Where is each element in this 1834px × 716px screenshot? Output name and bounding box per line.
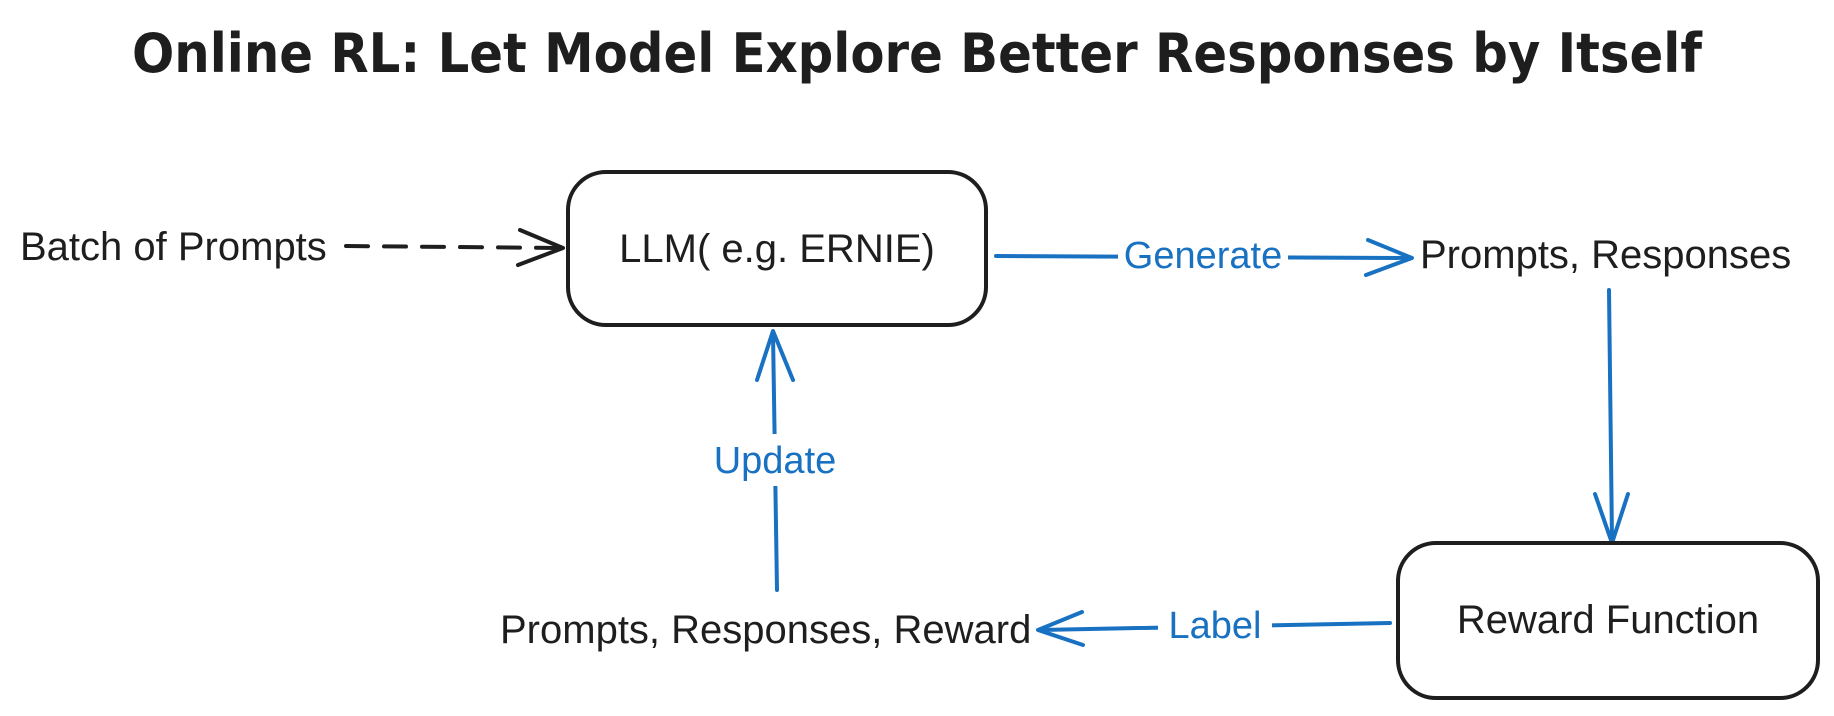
reward-function-node[interactable]: Reward Function xyxy=(1396,541,1820,700)
arrow-right-dashed-icon xyxy=(344,228,565,267)
batch-of-prompts-label: Batch of Prompts xyxy=(20,225,327,269)
prompts-responses-reward-label: Prompts, Responses, Reward xyxy=(500,608,1031,652)
reward-function-box xyxy=(1396,541,1820,700)
diagram-title: Online RL: Let Model Explore Better Resp… xyxy=(132,22,1702,85)
generate-edge-label: Generate xyxy=(1124,235,1282,277)
update-edge-label: Update xyxy=(714,440,837,482)
reward-function-label: Reward Function xyxy=(1457,598,1759,642)
llm-node[interactable]: LLM( e.g. ERNIE) xyxy=(566,170,988,327)
label-edge-label: Label xyxy=(1169,605,1262,647)
arrow-down-icon xyxy=(1593,288,1630,545)
prompts-responses-label: Prompts, Responses xyxy=(1420,233,1791,277)
llm-box xyxy=(566,170,988,327)
llm-label: LLM( e.g. ERNIE) xyxy=(619,227,935,271)
